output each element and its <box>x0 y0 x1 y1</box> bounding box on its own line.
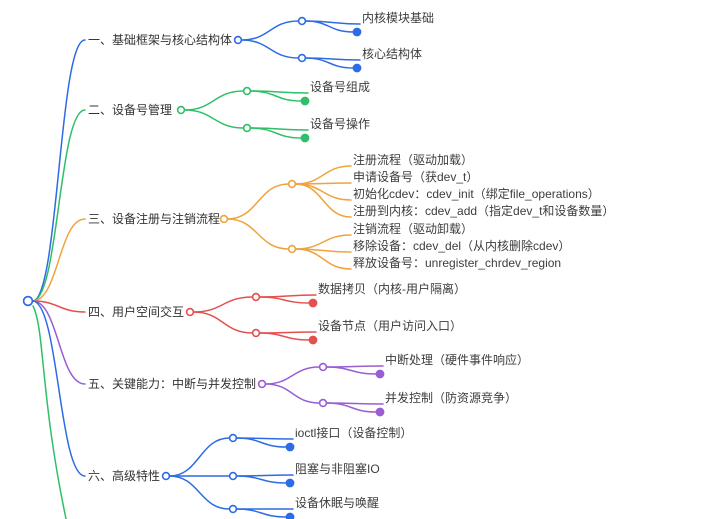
link-group-to-collapsed-node <box>235 508 287 518</box>
link-root-to-section <box>31 300 86 477</box>
link-group-to-leaf <box>294 165 352 185</box>
section-expand-toggle[interactable] <box>161 471 171 481</box>
mindmap-leaf-label[interactable]: 初始化cdev：cdev_init（绑定file_operations） <box>353 187 600 201</box>
mindmap-leaf-label[interactable]: 注销流程（驱动卸载） <box>353 222 474 236</box>
link-section-to-group <box>183 109 245 129</box>
group-expand-toggle[interactable] <box>287 179 297 189</box>
link-section-to-group <box>226 183 290 220</box>
collapsed-node-dot[interactable] <box>308 335 318 345</box>
group-expand-toggle[interactable] <box>228 433 238 443</box>
section-expand-toggle[interactable] <box>233 35 243 45</box>
link-group-to-collapsed-node <box>249 127 302 139</box>
group-expand-toggle[interactable] <box>228 471 238 481</box>
mindmap-leaf-label[interactable]: 数据拷贝（内核-用户隔离） <box>318 282 466 296</box>
link-root-to-section <box>31 300 86 385</box>
mindmap-section-label[interactable]: 四、用户空间交互 <box>88 305 185 319</box>
mindmap-section-label[interactable]: 五、关键能力：中断与并发控制 <box>88 377 257 391</box>
link-section-to-group <box>192 311 254 334</box>
link-section-to-group <box>192 296 254 313</box>
link-group-to-leaf <box>294 183 352 201</box>
link-group-to-collapsed-node <box>325 366 377 375</box>
section-expand-toggle[interactable] <box>219 214 229 224</box>
mindmap-leaf-label[interactable]: ioctl接口（设备控制） <box>295 426 413 440</box>
group-expand-toggle[interactable] <box>318 362 328 372</box>
group-expand-toggle[interactable] <box>287 244 297 254</box>
group-expand-toggle[interactable] <box>242 123 252 133</box>
group-expand-toggle[interactable] <box>242 86 252 96</box>
mindmap-leaf-label[interactable]: 设备休眠与唤醒 <box>295 496 380 510</box>
link-group-to-collapsed-node <box>258 296 310 304</box>
group-expand-toggle[interactable] <box>251 328 261 338</box>
collapsed-node-dot[interactable] <box>300 96 310 106</box>
link-group-to-collapsed-node <box>304 20 354 33</box>
link-group-to-leaf <box>294 183 352 218</box>
group-expand-toggle[interactable] <box>251 292 261 302</box>
link-section-to-group <box>168 475 231 510</box>
link-section-to-group <box>240 20 300 41</box>
link-root-to-section <box>31 300 86 313</box>
link-group-to-collapsed-node <box>304 57 354 69</box>
section-expand-toggle[interactable] <box>176 105 186 115</box>
mindmap-section-label[interactable]: 六、高级特性 <box>88 469 161 483</box>
link-group-to-leaf <box>294 234 352 250</box>
link-group-to-collapsed-node <box>258 332 310 341</box>
link-section-to-group <box>240 39 300 59</box>
collapsed-node-dot[interactable] <box>285 512 295 519</box>
mindmap-leaf-label[interactable]: 设备节点（用户访问入口） <box>318 319 463 333</box>
link-root-to-section <box>31 218 86 302</box>
mindmap-leaf-label[interactable]: 并发控制（防资源竞争） <box>385 391 518 405</box>
link-section-to-group <box>226 218 290 250</box>
root-node-circle[interactable] <box>22 295 34 307</box>
link-section-to-group <box>168 437 231 477</box>
collapsed-node-dot[interactable] <box>300 133 310 143</box>
mindmap-leaf-label[interactable]: 内核模块基础 <box>362 11 435 25</box>
link-offscreen-section <box>32 305 67 519</box>
collapsed-node-dot[interactable] <box>375 407 385 417</box>
collapsed-node-dot[interactable] <box>352 63 362 73</box>
link-section-to-group <box>183 90 245 111</box>
mindmap-leaf-label[interactable]: 阻塞与非阻塞IO <box>295 462 380 476</box>
link-group-to-leaf <box>294 248 352 270</box>
mindmap-leaf-label[interactable]: 释放设备号：unregister_chrdev_region <box>353 256 562 270</box>
section-expand-toggle[interactable] <box>185 307 195 317</box>
group-expand-toggle[interactable] <box>297 53 307 63</box>
collapsed-node-dot[interactable] <box>352 27 362 37</box>
link-group-to-collapsed-node <box>235 437 287 448</box>
mindmap-leaf-label[interactable]: 中断处理（硬件事件响应） <box>385 353 530 367</box>
group-expand-toggle[interactable] <box>228 504 238 514</box>
mindmap-leaf-label[interactable]: 设备号组成 <box>310 80 371 94</box>
mindmap-leaf-label[interactable]: 注册流程（驱动加载） <box>353 153 474 167</box>
section-expand-toggle[interactable] <box>257 379 267 389</box>
mindmap-leaf-label[interactable]: 移除设备：cdev_del（从内核删除cdev） <box>353 239 571 253</box>
mindmap-leaf-label[interactable]: 设备号操作 <box>310 117 371 131</box>
group-expand-toggle[interactable] <box>297 16 307 26</box>
link-section-to-group <box>264 383 321 404</box>
mindmap-leaf-label[interactable]: 核心结构体 <box>362 47 423 61</box>
link-group-to-collapsed-node <box>235 475 287 484</box>
mindmap-section-label[interactable]: 三、设备注册与注销流程 <box>88 212 221 226</box>
link-root-to-section <box>31 39 86 302</box>
collapsed-node-dot[interactable] <box>285 478 295 488</box>
mindmap-section-label[interactable]: 二、设备号管理 <box>88 103 173 117</box>
link-group-to-collapsed-node <box>325 402 377 413</box>
group-expand-toggle[interactable] <box>318 398 328 408</box>
link-group-to-collapsed-node <box>249 90 302 102</box>
link-section-to-group <box>264 366 321 385</box>
collapsed-node-dot[interactable] <box>375 369 385 379</box>
collapsed-node-dot[interactable] <box>285 442 295 452</box>
mindmap-leaf-label[interactable]: 申请设备号（获dev_t） <box>353 170 479 184</box>
mindmap-section-label[interactable]: 一、基础框架与核心结构体 <box>88 33 233 47</box>
collapsed-node-dot[interactable] <box>308 298 318 308</box>
mindmap-leaf-label[interactable]: 注册到内核：cdev_add（指定dev_t和设备数量） <box>353 204 615 218</box>
link-root-to-section <box>31 109 86 302</box>
